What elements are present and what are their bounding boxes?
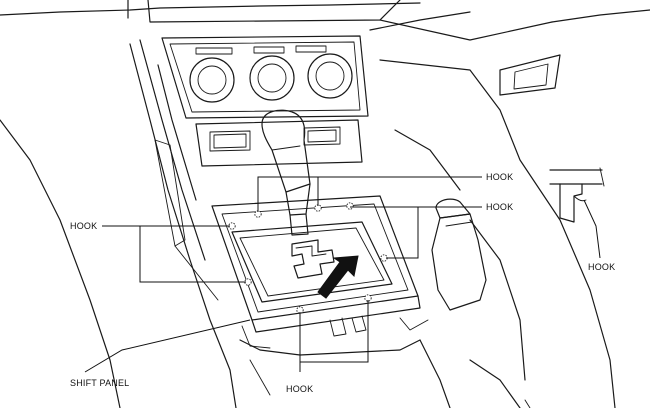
control-dials [189,53,353,103]
hook-label-right: HOOK [486,202,513,212]
hook-marker [228,222,236,230]
parking-brake-lever [431,198,487,311]
hook-locations [228,202,388,314]
shift-panel [211,195,429,349]
shift-panel-label: SHIFT PANEL [70,378,129,388]
hook-label-bottom: HOOK [286,384,313,394]
hook-label-detail: HOOK [588,262,615,272]
hook-marker [244,278,252,286]
shift-lever [261,109,311,236]
hook-marker [296,306,304,314]
hook-label-top-right: HOOK [486,172,513,182]
hook-marker [346,202,354,210]
hook-label-left: HOOK [70,221,97,231]
hook-detail [549,167,605,223]
hook-marker [364,294,372,302]
leader-lines [84,176,601,373]
removal-arrow-icon [317,255,359,299]
switch-panel [195,119,363,167]
